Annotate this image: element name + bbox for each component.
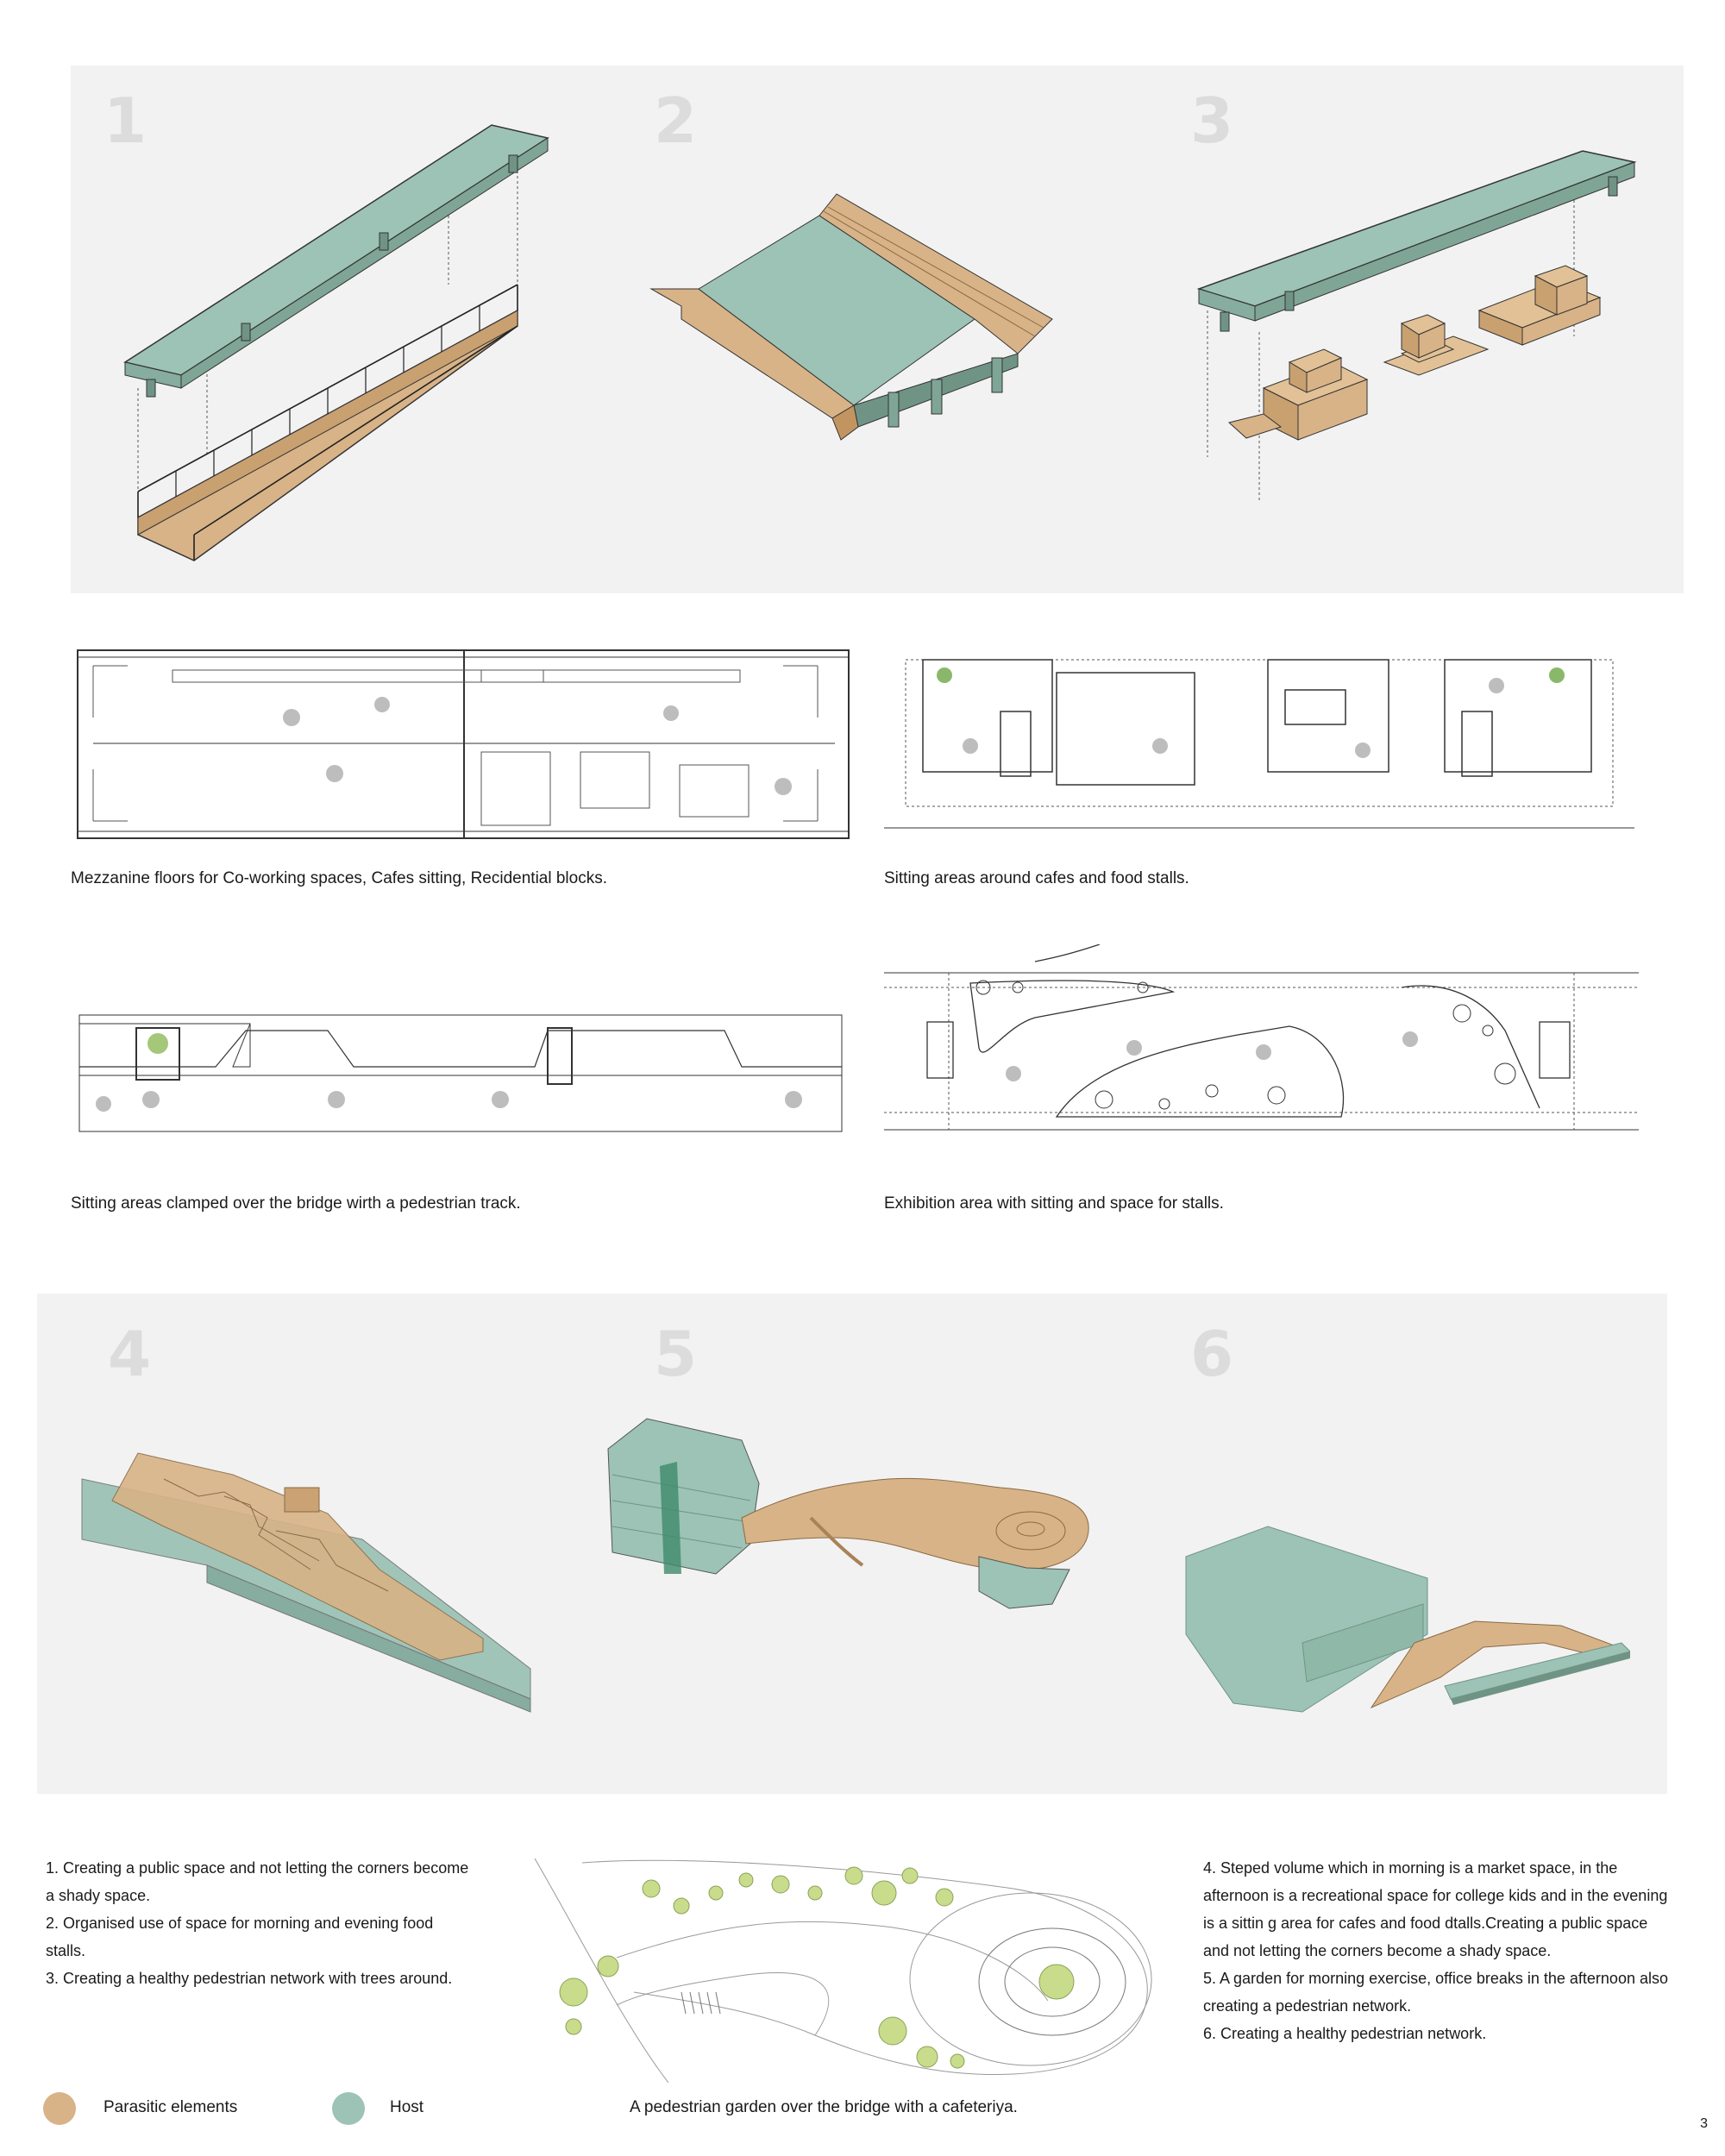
site-plan-pedestrian-garden — [534, 1858, 1152, 2084]
cafe-volumes — [1227, 265, 1602, 441]
step-number-4: 4 — [108, 1318, 152, 1390]
plan-sitting-clamped — [78, 1014, 843, 1132]
note-2: 2. Organised use of space for morning an… — [46, 1915, 434, 1959]
plan-mezzanine — [77, 649, 850, 839]
note-1: 1. Creating a public space and not letti… — [46, 1859, 469, 1904]
axonometric-3-cafe-volumes — [1196, 150, 1637, 500]
plan-cafe-sitting — [884, 659, 1634, 829]
legend-host-swatch — [332, 2092, 365, 2125]
step-number-2: 2 — [654, 85, 698, 157]
legend-parasitic-label: Parasitic elements — [104, 2098, 238, 2116]
axonometric-4-stepped-volume — [81, 1452, 531, 1713]
axonometric-2-stepped-deck — [649, 193, 1053, 441]
host-deck — [698, 215, 975, 406]
axonometric-5-garden-ramp — [607, 1418, 1089, 1609]
parasitic-ramp-6 — [1370, 1620, 1630, 1709]
notes-left: 1. Creating a public space and not letti… — [46, 1854, 477, 1992]
step-number-1: 1 — [104, 85, 147, 157]
caption-exhibition: Exhibition area with sitting and space f… — [884, 1194, 1224, 1213]
plan-exhibition — [884, 944, 1639, 1131]
legend-parasitic-swatch — [43, 2092, 76, 2125]
legend-host-label: Host — [390, 2098, 424, 2116]
note-4: 4. Steped volume which in morning is a m… — [1203, 1859, 1668, 1959]
axonometric-6-pedestrian-ramp — [1185, 1526, 1630, 1713]
host-building-5 — [607, 1418, 760, 1575]
notes-right: 4. Steped volume which in morning is a m… — [1203, 1854, 1669, 2047]
caption-garden: A pedestrian garden over the bridge with… — [630, 2098, 1018, 2116]
note-3: 3. Creating a healthy pedestrian network… — [46, 1970, 453, 1987]
note-6: 6. Creating a healthy pedestrian network… — [1203, 2025, 1487, 2042]
parasitic-garden-ramp — [741, 1477, 1089, 1571]
step-number-3: 3 — [1190, 85, 1234, 157]
note-5: 5. A garden for morning exercise, office… — [1203, 1970, 1668, 2015]
axonometric-1-mezzanine — [123, 124, 549, 561]
host-bridge-segment-6 — [1444, 1642, 1630, 1700]
caption-mezzanine: Mezzanine floors for Co-working spaces, … — [71, 869, 607, 887]
step-number-5: 5 — [654, 1318, 698, 1390]
page-number: 3 — [1700, 2116, 1708, 2131]
caption-sitting-cafes: Sitting areas around cafes and food stal… — [884, 869, 1189, 887]
step-number-6: 6 — [1190, 1318, 1234, 1390]
caption-sitting-clamped: Sitting areas clamped over the bridge wi… — [71, 1194, 521, 1213]
trees — [559, 1866, 1075, 2069]
